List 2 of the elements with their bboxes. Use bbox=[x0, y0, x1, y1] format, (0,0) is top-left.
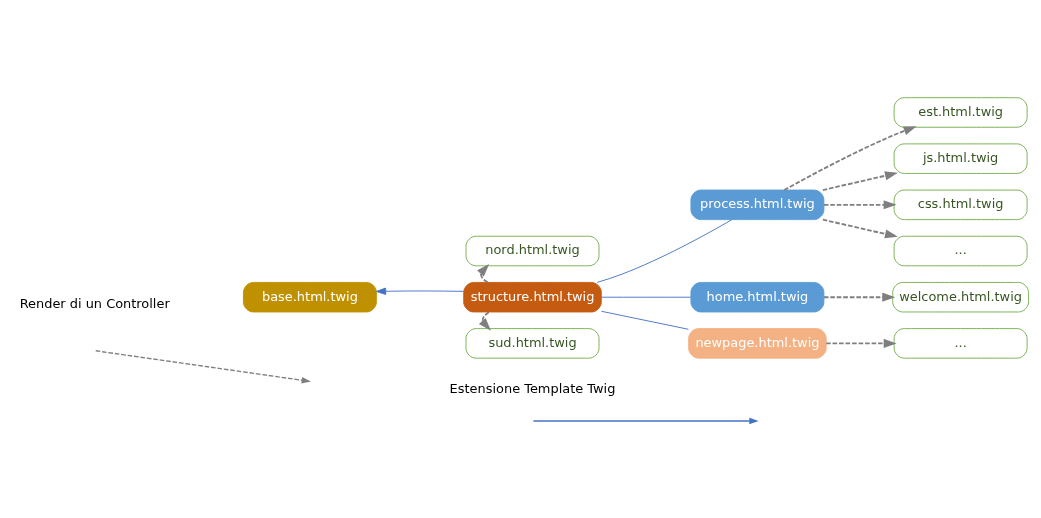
legend-label: Estensione Template Twig bbox=[449, 380, 616, 396]
legend-label: Render di un Controller bbox=[19, 295, 170, 311]
